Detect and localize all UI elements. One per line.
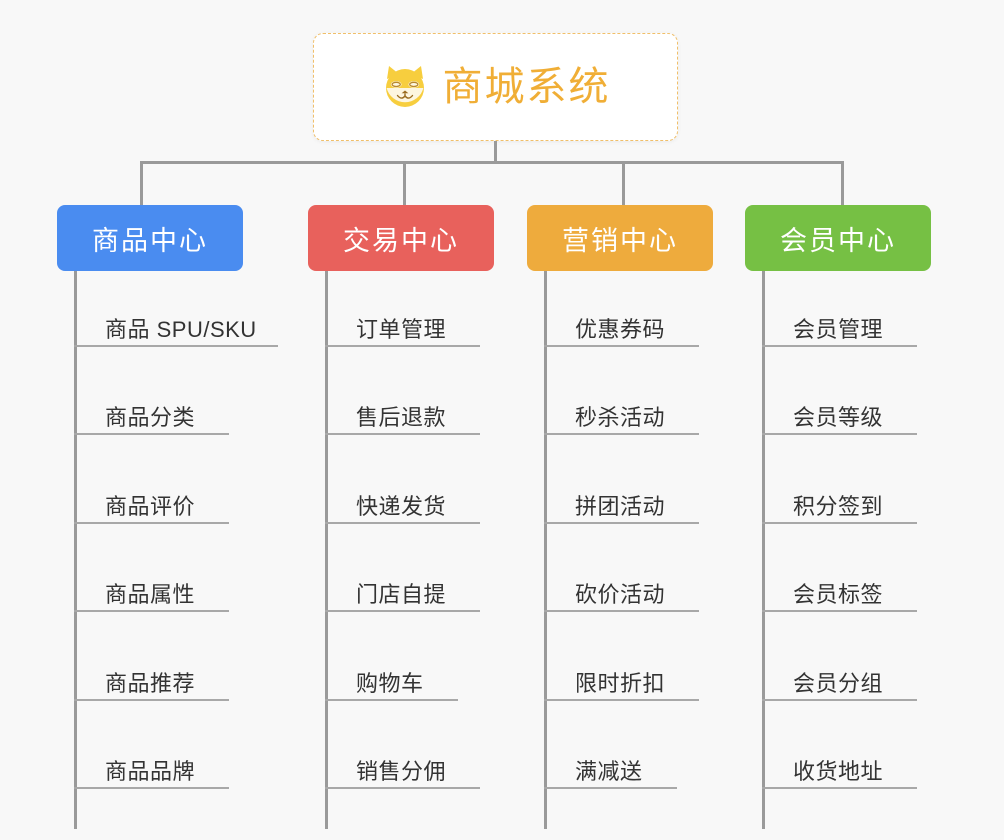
leaf-item-label: 商品评价 [105, 493, 196, 519]
root-node[interactable]: 商城系统 [313, 33, 678, 141]
connector-root-stem [494, 141, 497, 163]
column-spine-product-center [74, 271, 77, 829]
category-header-member-center[interactable]: 会员中心 [745, 205, 931, 271]
leaf-item[interactable]: 优惠券码 [544, 301, 699, 347]
column-spine-member-center [762, 271, 765, 829]
leaf-item-label: 商品属性 [105, 581, 196, 607]
connector-drop-member-center [841, 161, 844, 207]
leaf-item[interactable]: 订单管理 [325, 301, 480, 347]
leaf-item[interactable]: 拼团活动 [544, 478, 699, 524]
leaf-item-label: 会员管理 [793, 316, 884, 342]
leaf-item[interactable]: 砍价活动 [544, 566, 699, 612]
column-spine-marketing-center [544, 271, 547, 829]
leaf-item[interactable]: 商品 SPU/SKU [74, 301, 278, 347]
leaf-item[interactable]: 会员管理 [762, 301, 917, 347]
leaf-item-label: 购物车 [356, 670, 424, 696]
leaf-item-label: 商品品牌 [105, 758, 196, 784]
leaf-item-label: 订单管理 [356, 316, 447, 342]
leaf-item[interactable]: 销售分佣 [325, 743, 480, 789]
leaf-item[interactable]: 满减送 [544, 743, 677, 789]
leaf-item-label: 会员标签 [793, 581, 884, 607]
root-node-content: 商城系统 [381, 63, 611, 111]
category-header-label: 交易中心 [343, 225, 459, 256]
leaf-item-label: 优惠券码 [575, 316, 666, 342]
leaf-item[interactable]: 限时折扣 [544, 655, 699, 701]
leaf-item-label: 商品 SPU/SKU [105, 316, 257, 342]
leaf-item[interactable]: 售后退款 [325, 389, 480, 435]
category-header-label: 营销中心 [562, 225, 678, 256]
leaf-item-label: 商品推荐 [105, 670, 196, 696]
leaf-item[interactable]: 积分签到 [762, 478, 917, 524]
leaf-item-label: 销售分佣 [356, 758, 447, 784]
leaf-item-label: 快递发货 [356, 493, 447, 519]
leaf-item-label: 门店自提 [356, 581, 447, 607]
category-header-label: 会员中心 [780, 225, 896, 256]
leaf-item[interactable]: 购物车 [325, 655, 458, 701]
connector-drop-marketing-center [622, 161, 625, 207]
leaf-item[interactable]: 快递发货 [325, 478, 480, 524]
column-spine-trade-center [325, 271, 328, 829]
leaf-item-label: 商品分类 [105, 404, 196, 430]
connector-drop-product-center [140, 161, 143, 207]
category-header-trade-center[interactable]: 交易中心 [308, 205, 494, 271]
leaf-item[interactable]: 商品评价 [74, 478, 229, 524]
leaf-item-label: 会员分组 [793, 670, 884, 696]
category-header-label: 商品中心 [92, 225, 208, 256]
leaf-item-label: 满减送 [575, 758, 643, 784]
leaf-item[interactable]: 门店自提 [325, 566, 480, 612]
leaf-item-label: 秒杀活动 [575, 404, 666, 430]
leaf-item[interactable]: 收货地址 [762, 743, 917, 789]
leaf-item-label: 售后退款 [356, 404, 447, 430]
leaf-item[interactable]: 商品推荐 [74, 655, 229, 701]
leaf-item[interactable]: 会员等级 [762, 389, 917, 435]
root-title: 商城系统 [442, 65, 611, 109]
leaf-item-label: 砍价活动 [575, 581, 666, 607]
leaf-item[interactable]: 秒杀活动 [544, 389, 699, 435]
category-header-product-center[interactable]: 商品中心 [57, 205, 243, 271]
leaf-item-label: 拼团活动 [575, 493, 666, 519]
leaf-item[interactable]: 商品品牌 [74, 743, 229, 789]
leaf-item-label: 收货地址 [793, 758, 884, 784]
leaf-item[interactable]: 会员分组 [762, 655, 917, 701]
leaf-item-label: 限时折扣 [575, 670, 666, 696]
category-header-marketing-center[interactable]: 营销中心 [527, 205, 713, 271]
leaf-item[interactable]: 商品属性 [74, 566, 229, 612]
leaf-item-label: 会员等级 [793, 404, 884, 430]
leaf-item[interactable]: 商品分类 [74, 389, 229, 435]
connector-drop-trade-center [403, 161, 406, 207]
leaf-item-label: 积分签到 [793, 493, 884, 519]
shiba-dog-icon [381, 63, 429, 111]
connector-horizontal-bus [140, 161, 844, 164]
leaf-item[interactable]: 会员标签 [762, 566, 917, 612]
